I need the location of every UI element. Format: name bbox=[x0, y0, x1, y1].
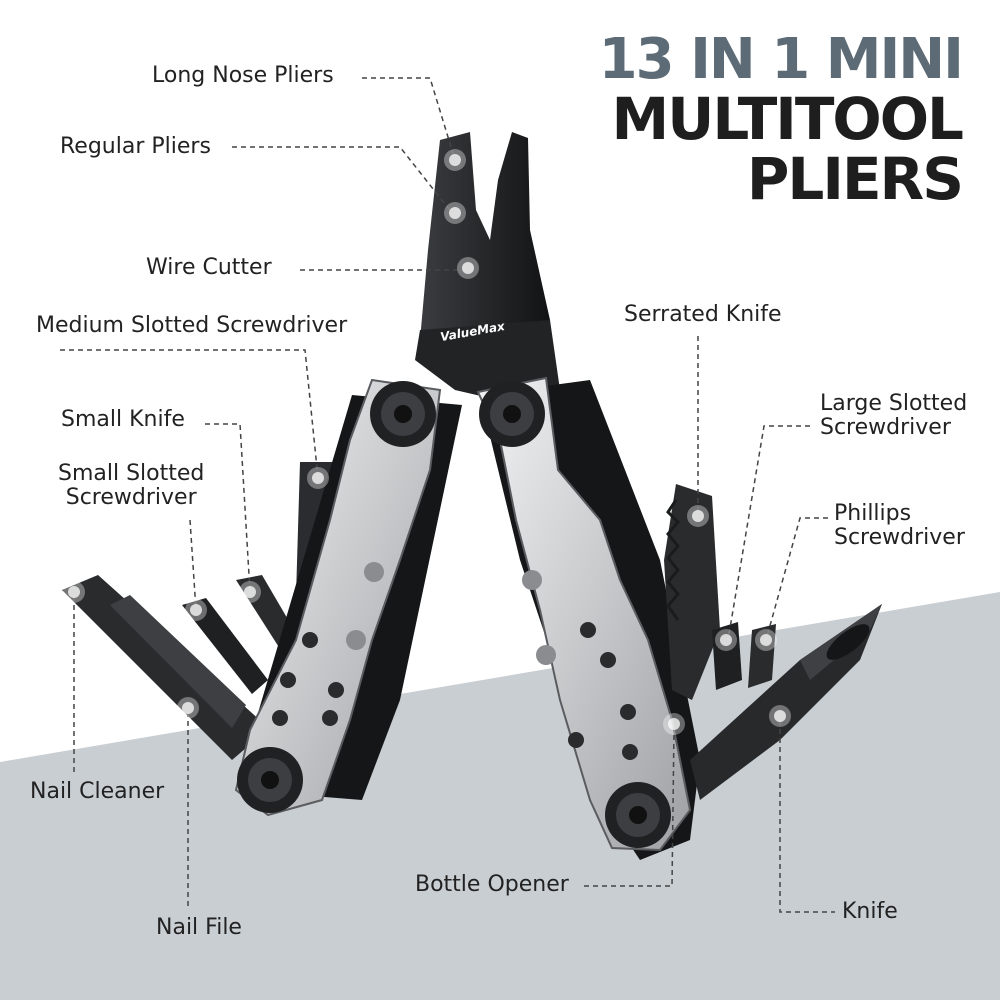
background-band bbox=[0, 592, 1000, 1000]
label-regular-pliers: Regular Pliers bbox=[60, 134, 211, 159]
left-handle bbox=[234, 378, 442, 817]
title-line-1: 13 IN 1 MINI bbox=[598, 27, 964, 92]
label-large-slotted-line-2: Screwdriver bbox=[820, 415, 951, 440]
label-bottle-opener: Bottle Opener bbox=[415, 872, 569, 897]
label-phillips-line-1: Phillips bbox=[834, 501, 912, 526]
label-large-slotted-line-1: Large Slotted bbox=[820, 391, 968, 416]
title-line-2: MULTITOOL bbox=[611, 85, 964, 153]
label-medium-slotted-screwdriver: Medium Slotted Screwdriver bbox=[36, 313, 348, 338]
label-wire-cutter: Wire Cutter bbox=[146, 255, 272, 280]
right-handle bbox=[476, 376, 692, 852]
label-serrated-knife: Serrated Knife bbox=[624, 302, 782, 327]
label-small-slotted-line-2: Screwdriver bbox=[65, 485, 197, 510]
label-small-knife: Small Knife bbox=[61, 407, 185, 432]
label-knife: Knife bbox=[842, 899, 898, 924]
label-nail-file: Nail File bbox=[156, 915, 242, 940]
label-small-slotted-line-1: Small Slotted bbox=[58, 461, 205, 486]
nail-file-tool bbox=[62, 575, 262, 760]
label-phillips-line-2: Screwdriver bbox=[834, 525, 965, 550]
label-nail-cleaner: Nail Cleaner bbox=[30, 779, 165, 804]
small-slotted-screwdriver-tool bbox=[182, 598, 268, 694]
pivot-screws bbox=[237, 381, 671, 848]
serrated-knife-tool bbox=[664, 484, 720, 700]
title-line-3: PLIERS bbox=[746, 145, 964, 213]
handle-holes bbox=[272, 562, 638, 760]
label-phillips-screwdriver: Phillips Screwdriver bbox=[834, 502, 965, 550]
label-long-nose-pliers: Long Nose Pliers bbox=[152, 63, 334, 88]
callout-markers bbox=[63, 149, 791, 735]
callout-leader-lines bbox=[60, 77, 835, 913]
label-large-slotted-screwdriver: Large Slotted Screwdriver bbox=[820, 392, 967, 440]
large-slotted-screwdriver-tool bbox=[712, 622, 742, 690]
label-small-slotted-screwdriver: Small Slotted Screwdriver bbox=[58, 462, 204, 510]
